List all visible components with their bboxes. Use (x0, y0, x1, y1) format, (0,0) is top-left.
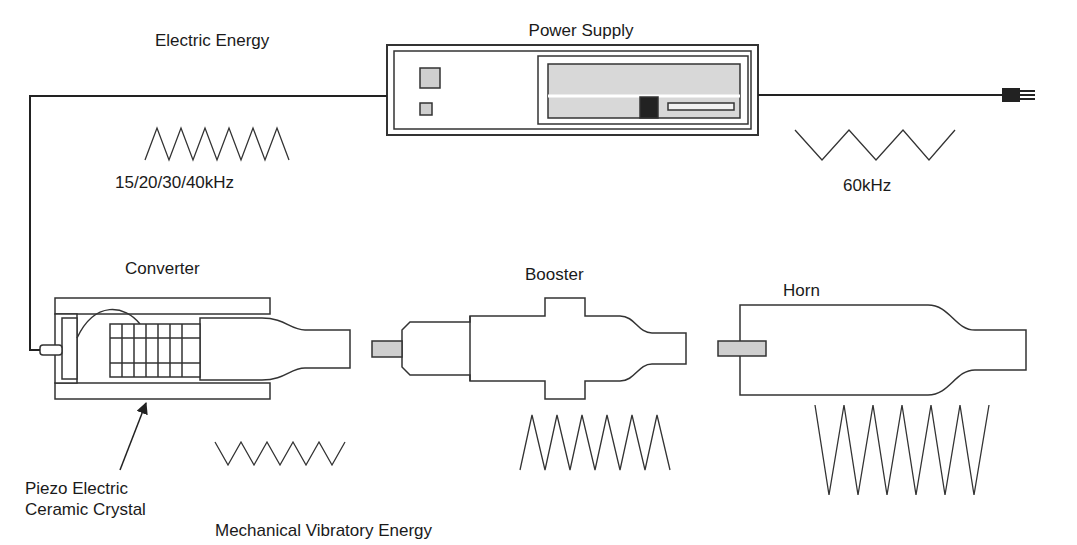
leader-arrow (120, 403, 146, 470)
power-supply-unit-part (640, 97, 658, 118)
booster-illustration-part (469, 316, 471, 381)
converter-illustration-part (40, 345, 62, 355)
converter-illustration-part (55, 383, 270, 399)
power-supply-unit-part (548, 64, 740, 118)
frequency-label: 15/20/30/40kHz (115, 172, 234, 193)
power-cord-part (1003, 89, 1019, 101)
power-supply-unit (387, 45, 758, 135)
booster-illustration (372, 298, 686, 399)
power-supply-unit-part (387, 45, 758, 135)
power-cord-part (1019, 98, 1035, 100)
signal-label: Electric Energy (155, 30, 269, 51)
wave-symbol-part (815, 405, 989, 495)
wave-symbol-part (145, 128, 289, 160)
converter-unit: Converter (40, 258, 352, 400)
converter-illustration (40, 298, 350, 399)
part-heading: Power Supply (529, 20, 634, 41)
converter-illustration-part-part (133, 324, 135, 377)
wave-symbol-part (795, 130, 955, 160)
horn-illustration (718, 305, 1026, 395)
booster-illustration-part (402, 298, 686, 399)
horn-illustration-part (718, 341, 766, 356)
converter-illustration-part (62, 318, 77, 379)
converter-illustration-part-part (145, 324, 147, 377)
part-heading: Booster (525, 264, 584, 285)
booster-illustration-part (372, 341, 402, 357)
converter-illustration-part (55, 298, 270, 314)
power-supply-unit-part (668, 103, 734, 110)
converter-illustration-part-part (110, 337, 200, 339)
converter-illustration-part (110, 324, 200, 377)
power-supply-box: Power Supply (387, 18, 759, 135)
converter-illustration-part-part (157, 324, 159, 377)
booster-unit: Booster (370, 264, 688, 401)
wave-symbol-part (520, 415, 670, 470)
power-cord-part (1019, 90, 1035, 92)
converter-illustration-part-part (121, 324, 123, 377)
part-heading: Horn (783, 280, 820, 301)
power-cable (30, 96, 387, 350)
energy-label: Mechanical Vibratory Energy (215, 520, 432, 541)
converter-illustration-part (200, 318, 350, 380)
power-cord-part (1019, 94, 1035, 96)
part-heading: Converter (125, 258, 200, 279)
power-supply-unit-part (394, 51, 751, 129)
power-supply-unit-part (538, 56, 748, 124)
converter-illustration-part-part (169, 324, 171, 377)
horn-unit: Horn (715, 280, 1028, 397)
horn-illustration-part (740, 305, 1026, 395)
power-supply-unit-part (420, 68, 440, 88)
converter-illustration-part-part (110, 362, 200, 364)
power-cord-part (758, 94, 1004, 96)
wave-symbol-part (215, 442, 345, 465)
frequency-label: 60kHz (843, 175, 891, 196)
power-cord (758, 89, 1035, 101)
converter-illustration-part (110, 324, 200, 377)
converter-illustration-part-part (181, 324, 183, 377)
callout-label: Piezo Electric Ceramic Crystal (25, 478, 165, 520)
power-supply-unit-part (420, 103, 432, 115)
